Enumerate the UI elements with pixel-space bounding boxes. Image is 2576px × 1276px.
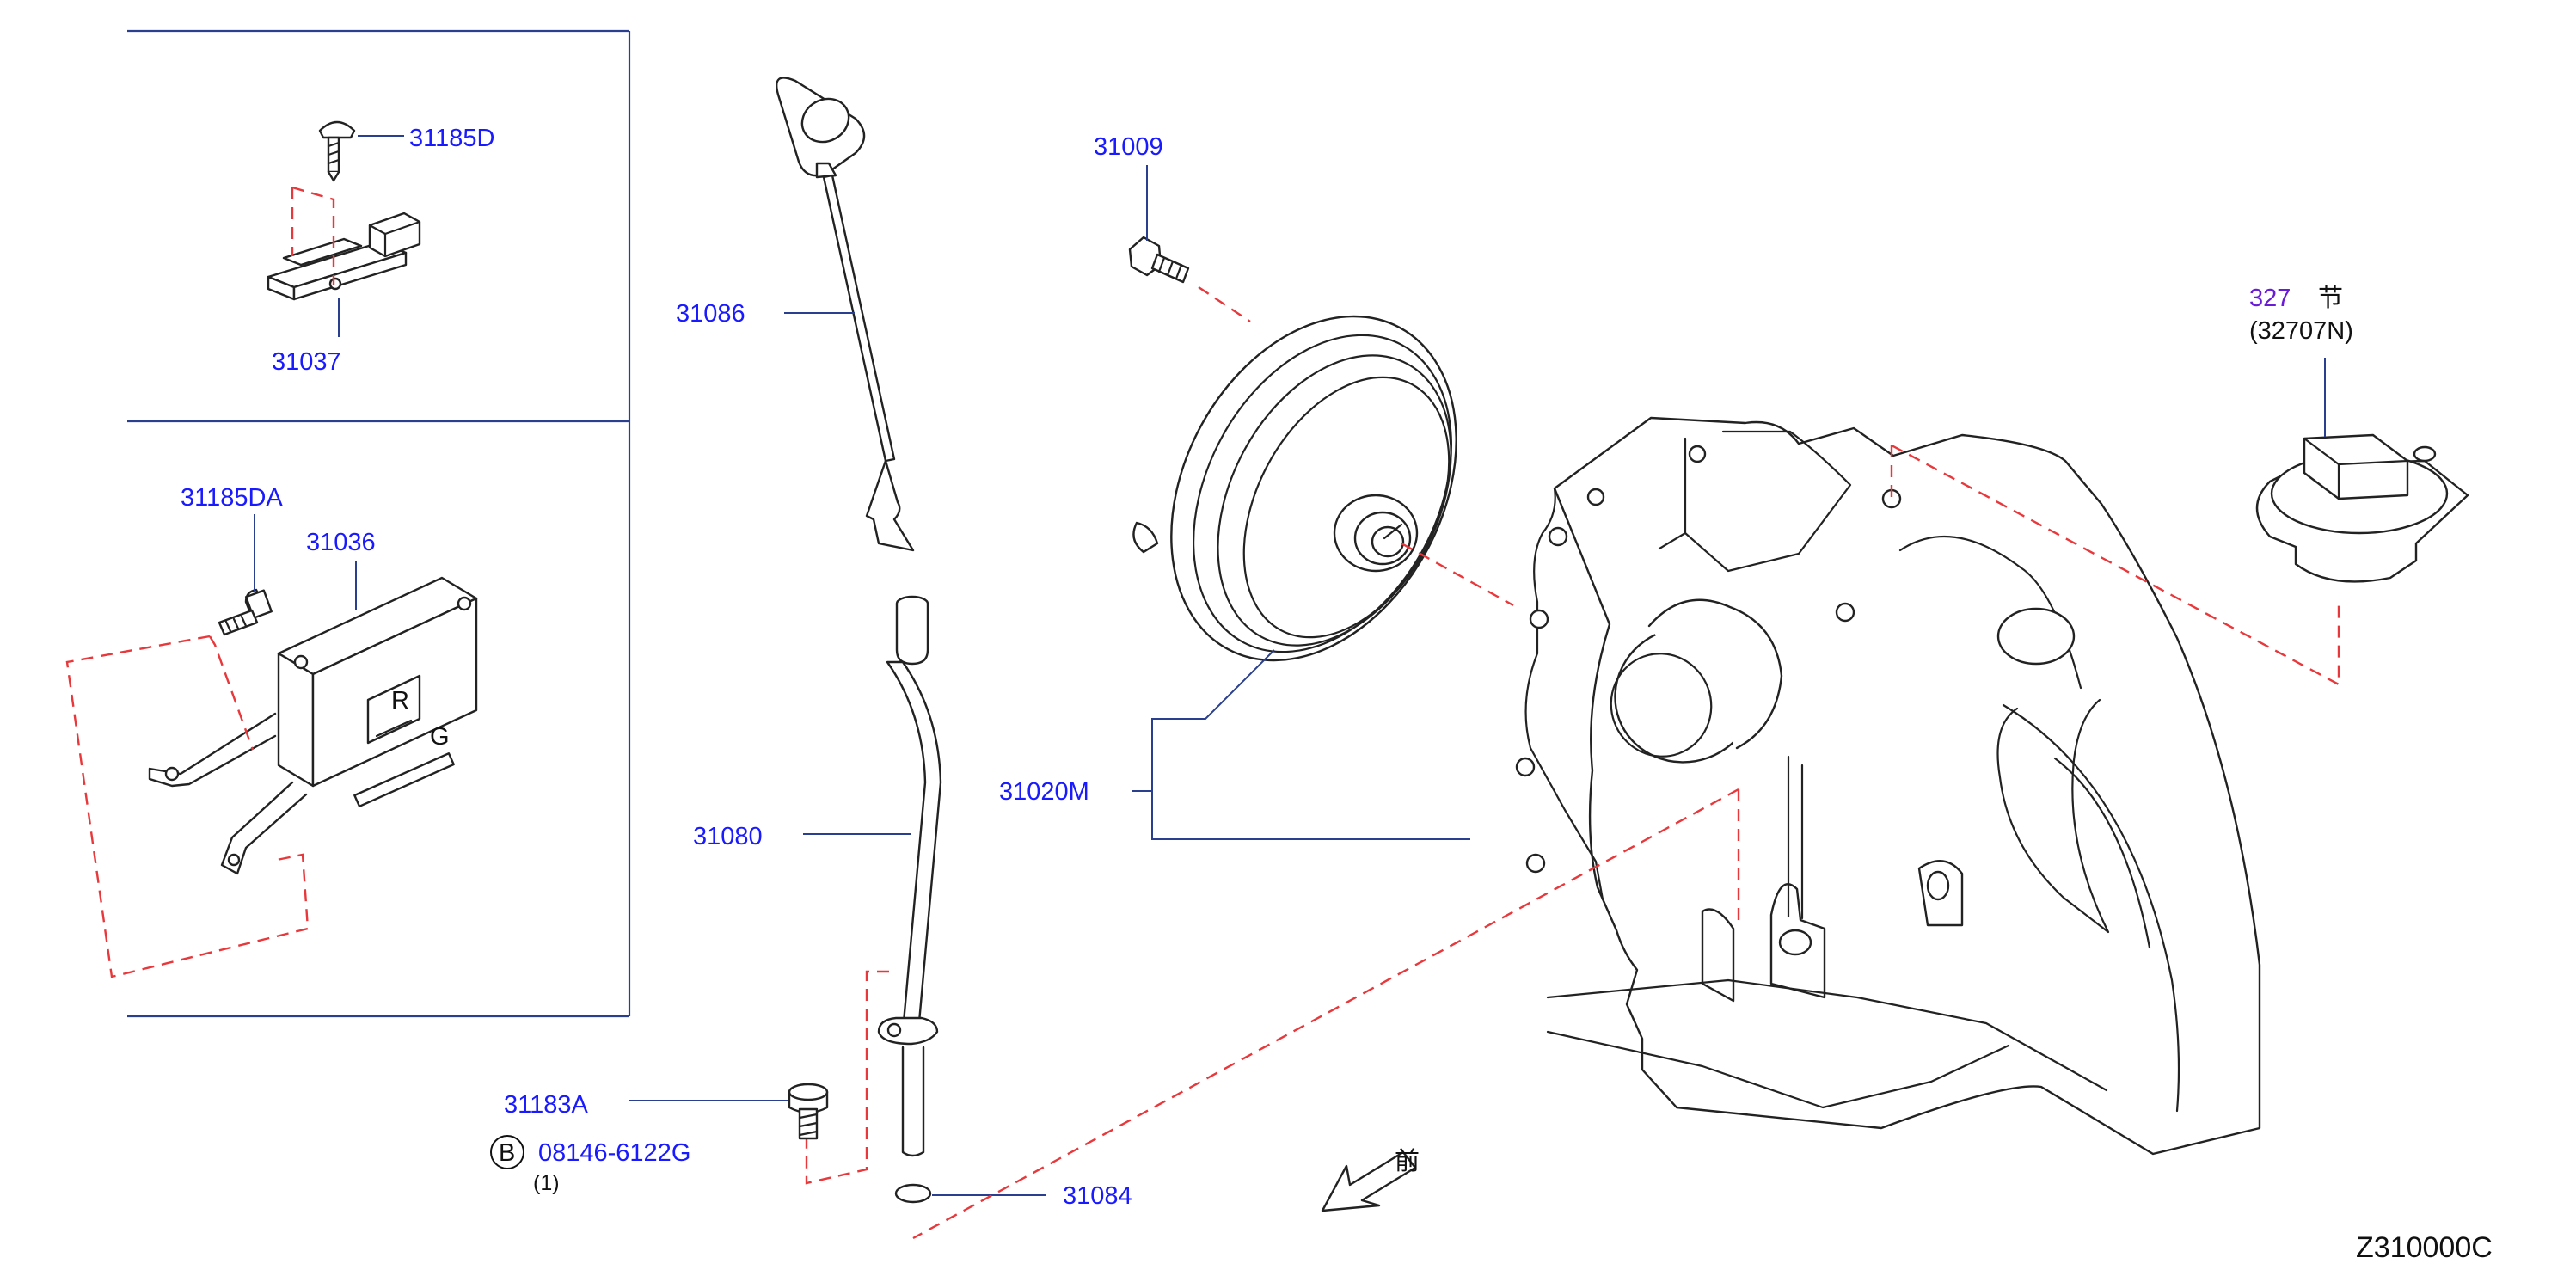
label-31080[interactable]: 31080 [693,823,763,850]
diagram-code: Z310000C [2356,1231,2493,1264]
guide-31084 [912,788,1739,1240]
inset-frame [127,29,631,1018]
torque-converter-31020M-icon [1132,315,1457,662]
leader-31020M [1132,649,1470,840]
quantity-label: (1) [533,1171,560,1195]
oring-31084-icon [894,1183,932,1204]
label-31185DA[interactable]: 31185DA [181,484,283,512]
label-31036[interactable]: 31036 [306,529,376,556]
circled-b-badge [490,1135,524,1169]
label-31086[interactable]: 31086 [676,300,745,328]
label-31020M[interactable]: 31020M [999,778,1089,806]
guide-31036-outer [65,635,310,978]
transmission-case-icon [1515,416,2261,1156]
guide-31009 [1198,286,1251,322]
bolt-31009-icon [1128,236,1190,284]
dipstick-31086-icon [776,77,915,552]
label-31183A[interactable]: 31183A [504,1091,588,1119]
bolt-31183A-icon [788,1083,829,1140]
bolt-31185DA-icon [218,588,273,636]
guide-31020M [1401,542,1514,607]
guide-31080 [805,970,889,1185]
circled-b-letter: B [499,1139,515,1167]
front-direction-char: 前 [1395,1147,1420,1175]
sensor-31037-icon [267,212,421,301]
label-31037[interactable]: 31037 [272,348,341,376]
label-ref-327[interactable]: 327 [2249,285,2291,312]
guide-31037-b [291,186,335,285]
label-08146-6122G[interactable]: 08146-6122G [538,1139,690,1167]
unit-mark-r: R [391,687,409,715]
control-unit-31036-icon [148,576,478,875]
ref-section-char: 节 [2318,284,2343,312]
sensor-32707N-icon [2255,433,2469,583]
front-arrow-icon [1321,1150,1417,1212]
screw-31185D-icon [318,120,356,182]
label-32707N[interactable]: (32707N) [2249,317,2353,345]
label-31185D[interactable]: 31185D [409,125,494,152]
guide-32707N [1891,444,2340,687]
unit-mark-g: G [430,723,450,751]
guide-31036-inner [208,635,255,751]
label-31084[interactable]: 31084 [1063,1182,1132,1210]
tube-31080-icon [877,595,942,1157]
label-31009[interactable]: 31009 [1094,133,1163,161]
